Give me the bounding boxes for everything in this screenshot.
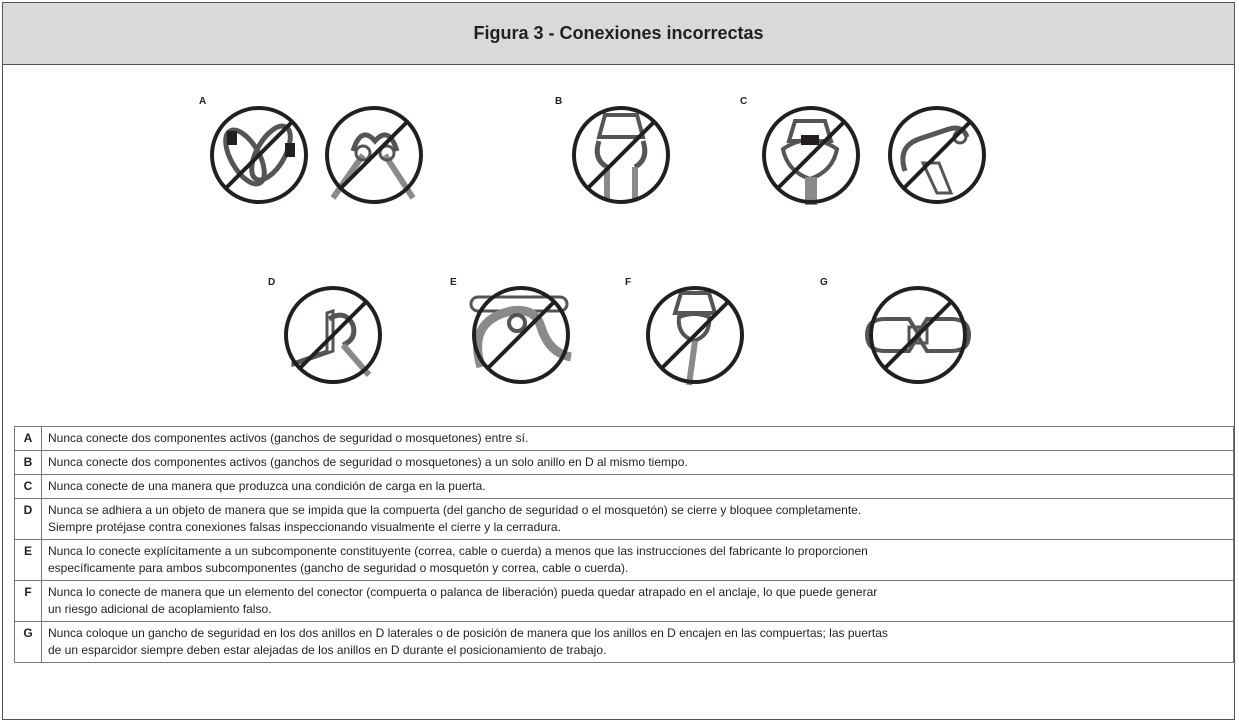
table-row: F Nunca lo conecte de manera que un elem… bbox=[14, 580, 1234, 622]
hook-on-angle-object-icon bbox=[284, 286, 382, 384]
panel-label-a: A bbox=[199, 96, 207, 107]
panel-b bbox=[561, 93, 681, 213]
legend-key: G bbox=[14, 621, 42, 663]
panel-label-f: F bbox=[625, 277, 632, 288]
legend-key: E bbox=[14, 539, 42, 581]
panel-c bbox=[755, 93, 995, 213]
snap-hooks-connected-icon bbox=[325, 106, 423, 204]
panel-label-d: D bbox=[268, 277, 276, 288]
panel-f bbox=[635, 275, 755, 395]
legend-text: Nunca coloque un gancho de seguridad en … bbox=[41, 621, 1234, 663]
legend-key: A bbox=[14, 426, 42, 451]
legend-key: F bbox=[14, 580, 42, 622]
panel-label-b: B bbox=[555, 96, 563, 107]
snap-hooks-on-side-d-rings-icon bbox=[864, 286, 972, 384]
panel-a bbox=[203, 93, 443, 213]
panel-e bbox=[461, 275, 581, 395]
table-row: C Nunca conecte de una manera que produz… bbox=[14, 474, 1234, 499]
two-hooks-on-d-ring-icon bbox=[572, 106, 670, 204]
panel-label-e: E bbox=[450, 277, 457, 288]
legend-key: B bbox=[14, 450, 42, 475]
legend-key: C bbox=[14, 474, 42, 499]
legend-text: Nunca lo conecte explícitamente a un sub… bbox=[41, 539, 1234, 581]
hook-gate-loading-icon bbox=[888, 106, 986, 204]
carabiners-hooked-together-icon bbox=[210, 106, 308, 204]
lanyard-wrapped-around-pipe-icon bbox=[469, 286, 573, 384]
legend-text: Nunca conecte dos componentes activos (g… bbox=[41, 426, 1234, 451]
panel-label-g: G bbox=[820, 277, 828, 288]
legend-key: D bbox=[14, 498, 42, 540]
legend-table: A Nunca conecte dos componentes activos … bbox=[14, 426, 1234, 663]
table-row: G Nunca coloque un gancho de seguridad e… bbox=[14, 621, 1234, 663]
legend-text: Nunca conecte de una manera que produzca… bbox=[41, 474, 1234, 499]
table-row: B Nunca conecte dos componentes activos … bbox=[14, 450, 1234, 475]
table-row: D Nunca se adhiera a un objeto de manera… bbox=[14, 498, 1234, 540]
figure-title: Figura 3 - Conexiones incorrectas bbox=[473, 23, 764, 43]
legend-text: Nunca conecte dos componentes activos (g… bbox=[41, 450, 1234, 475]
panel-g bbox=[853, 275, 983, 395]
table-row: E Nunca lo conecte explícitamente a un s… bbox=[14, 539, 1234, 581]
legend-text: Nunca lo conecte de manera que un elemen… bbox=[41, 580, 1234, 622]
gate-loading-d-ring-icon bbox=[762, 106, 860, 205]
hook-caught-on-d-ring-icon bbox=[646, 286, 744, 386]
legend-text: Nunca se adhiera a un objeto de manera q… bbox=[41, 498, 1234, 540]
panel-label-c: C bbox=[740, 96, 748, 107]
panel-d bbox=[273, 275, 393, 395]
figure-header: Figura 3 - Conexiones incorrectas bbox=[3, 3, 1234, 65]
illustration-area: A bbox=[3, 65, 1234, 415]
table-row: A Nunca conecte dos componentes activos … bbox=[14, 426, 1234, 451]
